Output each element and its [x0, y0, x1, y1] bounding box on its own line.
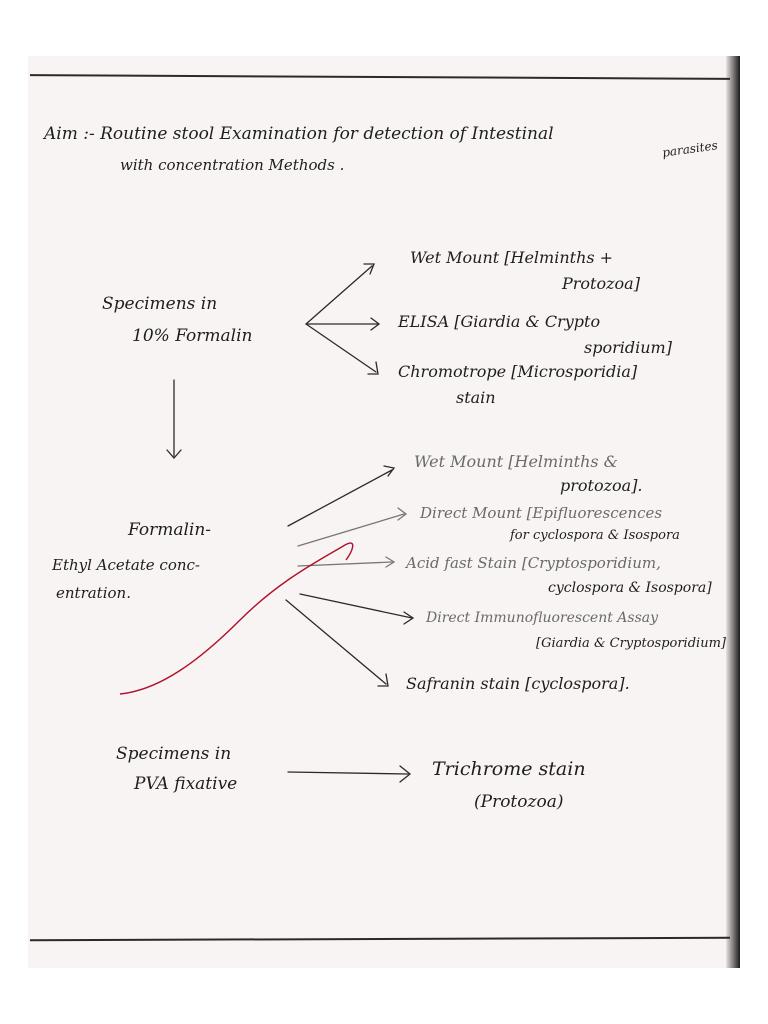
arrow-2-3	[297, 561, 393, 567]
aim-line-1: Aim :- Routine stool Examination for det…	[44, 124, 554, 144]
arrow-2-2	[297, 513, 405, 547]
arrowhead-2-1	[383, 465, 396, 477]
source-3-line-2: PVA fixative	[134, 774, 238, 794]
target-2-1-line-2: protozoa].	[560, 476, 643, 495]
source-2-line-3: entration.	[56, 584, 131, 602]
arrow-1-1	[305, 265, 373, 325]
arrowhead-1-2	[370, 317, 381, 331]
arrow-2-5	[285, 599, 387, 685]
target-1-1-line-2: Protozoa]	[562, 274, 640, 293]
target-1-2-line-2: sporidium]	[584, 338, 672, 357]
arrowhead-2-3	[385, 556, 396, 568]
notebook-page	[28, 56, 738, 968]
target-2-3-line-1: Acid fast Stain [Cryptosporidium,	[406, 554, 661, 572]
target-1-3-line-2: stain	[456, 388, 496, 407]
target-2-4-line-2: [Giardia & Cryptosporidium]	[536, 636, 726, 651]
target-1-1-line-1: Wet Mount [Helminths +	[410, 248, 614, 267]
source-3-line-1: Specimens in	[116, 744, 232, 764]
arrow-1-3	[305, 323, 377, 373]
source-2-line-2: Ethyl Acetate conc-	[52, 556, 200, 574]
source-2-line-1: Formalin-	[128, 520, 212, 540]
arrowhead-1-1	[363, 263, 375, 275]
target-2-2-line-1: Direct Mount [Epifluorescences	[420, 504, 663, 522]
arrow-2-1	[287, 469, 393, 527]
arrowhead-2-2	[397, 507, 408, 521]
target-2-4-line-1: Direct Immunofluorescent Assay	[426, 610, 659, 626]
arrowhead-2-4	[403, 611, 415, 625]
target-2-1-line-1: Wet Mount [Helminths &	[414, 452, 618, 471]
arrowhead-down	[166, 449, 182, 459]
arrow-3-1	[287, 771, 409, 775]
target-2-3-line-2: cyclospora & Isospora]	[548, 580, 712, 596]
arrow-2-4	[299, 593, 413, 619]
target-3-1-line-1: Trichrome stain	[432, 758, 586, 780]
arrowhead-2-5	[377, 673, 389, 687]
aim-line-2: with concentration Methods .	[120, 156, 345, 174]
target-2-5-line-1: Safranin stain [cyclospora].	[406, 674, 630, 693]
arrowhead-1-3	[367, 361, 379, 375]
target-2-2-line-2: for cyclospora & Isospora	[510, 528, 680, 543]
red-pen-stroke	[119, 542, 354, 695]
target-1-2-line-1: ELISA [Giardia & Crypto	[398, 312, 601, 331]
target-3-1-line-2: (Protozoa)	[474, 792, 564, 812]
target-1-3-line-1: Chromotrope [Microsporidia]	[398, 362, 638, 381]
source-1-line-1: Specimens in	[102, 294, 218, 314]
page-edge-shadow	[726, 56, 740, 968]
arrowhead-3-1	[399, 765, 412, 783]
source-1-line-2: 10% Formalin	[132, 326, 253, 346]
